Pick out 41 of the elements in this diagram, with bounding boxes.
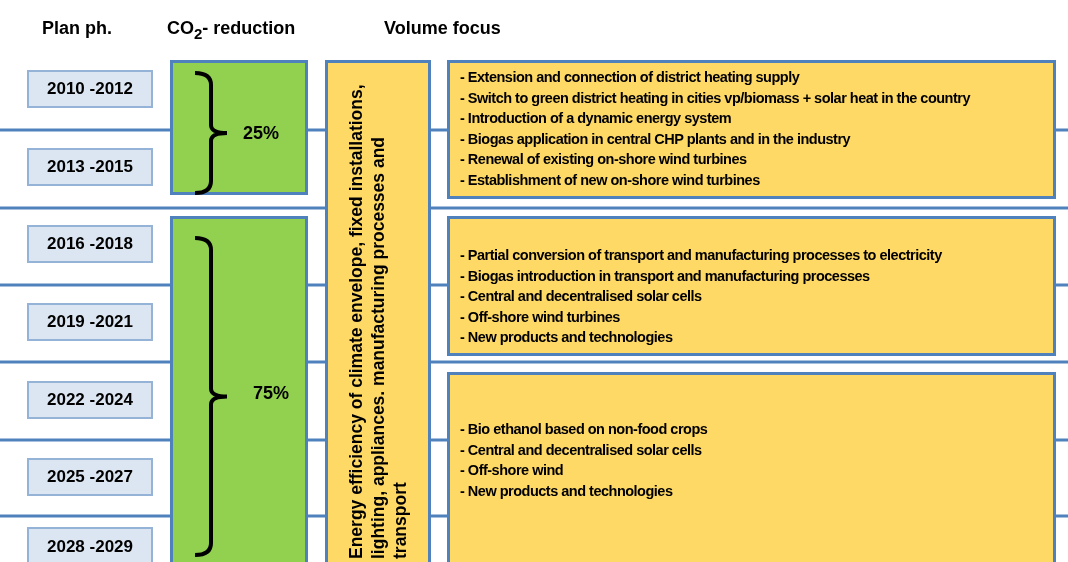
bullet-item: - Central and decentralised solar cells [460,440,703,460]
period-label: 2013 -2015 [47,157,133,177]
period-label: 2028 -2029 [47,537,133,557]
percentage-label: 75% [253,383,290,404]
bullet-item: - Switch to green district heating in cities vp/biomass + solar heat in the country [460,88,972,108]
bullet-item: - New products and technologies [460,481,674,501]
period-box [27,70,153,108]
period-label: 2019 -2021 [47,312,133,332]
period-label: 2022 -2024 [47,390,133,410]
period-box [27,148,153,186]
bullet-item: - Establishment of new on-shore wind turbines [460,170,761,190]
period-box [27,225,153,263]
period-box [27,458,153,496]
bullet-item: - Biogas introduction in transport and manufacturing processes [460,266,871,286]
bullet-item: - New products and technologies [460,328,674,347]
column-header: CO$_{2}$- reduction [167,18,296,42]
bullet-item: - Off-shore wind turbines [460,307,621,327]
reduction-bar [170,216,308,562]
bullet-item: - Biogas application in central CHP plants and in the industry [460,129,852,149]
bullet-item: - Partial conversion of transport and manufacturing processes to electricity [460,246,943,265]
percentage-label: 25% [243,123,280,144]
bullet-item: - Renewal of existing on-shore wind turbines [460,150,748,169]
period-box [27,527,153,562]
measures-box [447,60,1056,199]
measures-box [447,372,1056,562]
column-header: Volume focus [384,18,501,39]
period-box [27,303,153,341]
bullet-item: - Central and decentralised solar cells [460,287,703,306]
bullet-item: - Introduction of a dynamic energy system [460,109,733,128]
band-text: Energy efficiency of climate envelope, fixed installations, lighting, appliances. manufacturing processes and transport [345,83,411,561]
bullet-item: - Extension and connection of district heating supply [460,68,801,87]
column-header: Plan ph. [42,18,112,39]
period-label: 2016 -2018 [47,234,133,254]
period-label: 2010 -2012 [47,79,133,99]
bullet-item: - Bio ethanol based on non-food crops [460,420,709,439]
period-box [27,381,153,419]
reduction-bar [170,60,308,195]
bullet-item: - Off-shore wind [460,461,565,480]
measures-box [447,216,1056,356]
focus-band [325,60,431,562]
period-label: 2025 -2027 [47,467,133,487]
